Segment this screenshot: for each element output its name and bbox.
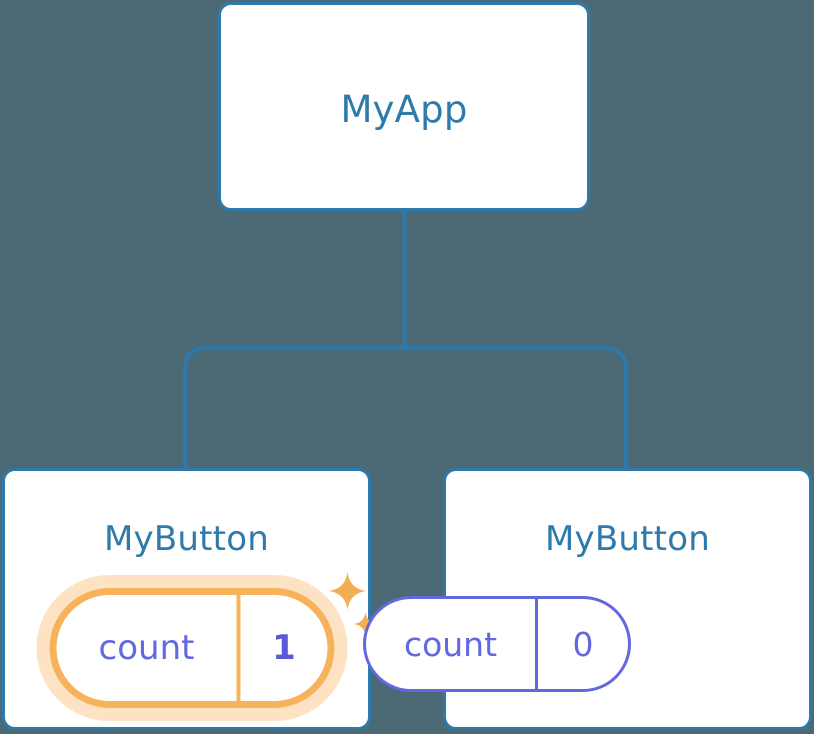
state-pill-left-key: count bbox=[57, 595, 241, 701]
state-pill-count-right[interactable]: count 0 bbox=[363, 596, 631, 692]
state-pill-left-value: 1 bbox=[272, 628, 296, 668]
node-myapp-title: MyApp bbox=[340, 88, 468, 131]
state-pill-right-value: 0 bbox=[572, 624, 594, 664]
state-pill-right-key: count bbox=[366, 599, 538, 689]
node-mybutton-left[interactable]: MyButton count 1 bbox=[2, 468, 378, 730]
state-pill-count-left[interactable]: count 1 bbox=[49, 588, 335, 708]
node-mybutton-right[interactable]: MyButton count 0 bbox=[363, 468, 812, 730]
edge-myapp-to-mybutton-left bbox=[183, 346, 405, 468]
state-pill-right-wrapper: count 0 bbox=[363, 596, 631, 692]
node-mybutton-right-title: MyButton bbox=[545, 519, 710, 559]
state-pill-left-wrapper: count 1 bbox=[36, 572, 378, 721]
node-myapp[interactable]: MyApp bbox=[218, 2, 590, 211]
edge-myapp-to-mybutton-right bbox=[404, 346, 628, 468]
node-mybutton-left-title: MyButton bbox=[104, 519, 269, 559]
